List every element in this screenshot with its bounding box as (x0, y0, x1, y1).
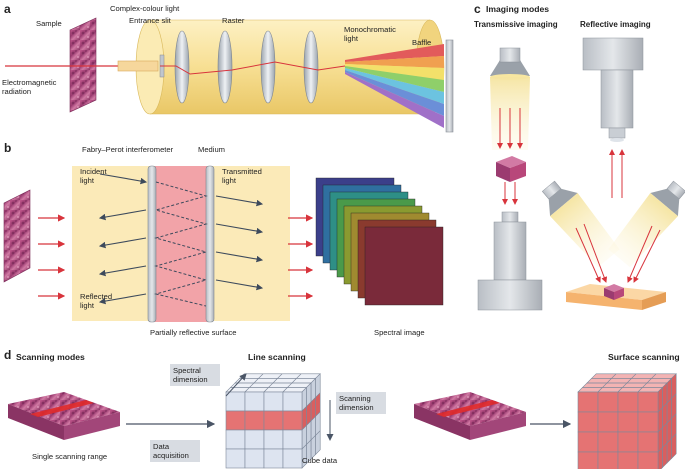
cube-line-scanning (225, 373, 321, 469)
panel-a (5, 17, 454, 133)
panel-a-letter: a (4, 2, 11, 16)
cube-cell-front (282, 429, 303, 450)
cube-cell-side (666, 437, 672, 464)
internal-reflections (154, 181, 208, 307)
surface-scanning-title: Surface scanning (608, 352, 680, 362)
cube-cell-front (577, 451, 599, 469)
label-partially-reflective-surface: Partially reflective surface (150, 328, 237, 337)
label-transmitted-light: Transmitted light (222, 167, 262, 185)
transmissive-imaging-title: Transmissive imaging (474, 20, 558, 29)
panel-c-letter: c (474, 2, 481, 16)
transmissive-setup (477, 47, 543, 311)
panel-d (8, 373, 677, 469)
cube-cell-front (597, 411, 619, 433)
cube-cell-front (244, 391, 265, 412)
spectrum-band (345, 70, 444, 116)
panel-b (3, 165, 444, 323)
cube-cell-front (225, 410, 246, 431)
cube-cell-front (617, 411, 639, 433)
incident-arrows (38, 214, 66, 300)
panel-c (477, 37, 685, 311)
cube-cell-front (263, 448, 284, 469)
transmitted-arrows (215, 195, 264, 291)
cube-cell-front (282, 448, 303, 469)
output-arrows (288, 214, 314, 300)
cube-cell-side (671, 433, 677, 460)
cube-cell-front (617, 431, 639, 453)
cube-cell-front (282, 391, 303, 412)
cube-cell-front (637, 431, 659, 453)
scan-slab-line (8, 392, 120, 440)
raster-discs (174, 30, 319, 104)
line-scanning-title: Line scanning (248, 352, 306, 362)
label-monochromatic-light: Monochromatic light (344, 25, 396, 43)
input-tube (117, 60, 159, 72)
cube-cell-front (263, 429, 284, 450)
cube-cell-front (617, 451, 639, 469)
cube-cell-front (225, 448, 246, 469)
label-baffle: Baffle (412, 38, 432, 47)
panel-b-letter: b (4, 141, 12, 155)
label-medium: Medium (198, 145, 226, 154)
cube-cell-front (244, 429, 265, 450)
cube-cell-front (225, 429, 246, 450)
sample-tissue-b (3, 189, 31, 283)
baffle (445, 39, 454, 133)
medium (155, 166, 207, 322)
label-single-scanning-range: Single scanning range (32, 452, 108, 461)
cube-cell-front (244, 410, 265, 431)
label-incident-light: Incident light (80, 167, 107, 185)
spectral-image-stack (315, 177, 444, 306)
label-scanning-dimension: Scanning dimension (336, 392, 386, 414)
cube-cell-side (662, 442, 668, 469)
panel-c-title: Imaging modes (486, 4, 550, 14)
panel-d-letter: d (4, 348, 12, 362)
cube-cell-front (637, 411, 659, 433)
label-entrance-slit: Entrance slit (129, 16, 171, 25)
partially-reflective-mirror-left (147, 165, 157, 323)
reflective-imaging-title: Reflective imaging (580, 20, 651, 29)
cube-cell-front (597, 431, 619, 453)
label-data-acquisition: Data acquisition (150, 440, 200, 462)
cube-cell-side (315, 430, 321, 456)
scan-slab-surface (414, 392, 526, 440)
label-electromagnetic-radiation: Electromagnetic radiation (2, 78, 57, 96)
label-complex-colour-light: Complex-colour light (110, 4, 180, 13)
sample-tissue (69, 17, 97, 113)
partially-reflective-mirror-right (205, 165, 215, 323)
label-raster: Raster (222, 16, 245, 25)
reflected-arrows (98, 209, 147, 305)
cube-cell-front (597, 451, 619, 469)
label-spectral-dimension: Spectral dimension (170, 364, 220, 386)
cube-cell-front (282, 410, 303, 431)
label-spectral-image: Spectral image (374, 328, 425, 337)
cube-cell-front (577, 411, 599, 433)
spectrum-band (345, 72, 444, 128)
cube-surface-scanning (577, 373, 677, 469)
cube-cell-front (244, 448, 265, 469)
cube-cell-front (637, 451, 659, 469)
reflective-setup (541, 37, 685, 310)
cube-cell-front (263, 410, 284, 431)
label-cube-data: Cube data (302, 456, 338, 465)
cube-cell-front (577, 391, 599, 413)
cube-cell-front (597, 391, 619, 413)
panel-d-title: Scanning modes (16, 352, 85, 362)
cube-cell-front (617, 391, 639, 413)
cube-cell-front (637, 391, 659, 413)
label-sample: Sample (36, 19, 62, 28)
cube-cell-front (263, 391, 284, 412)
spectrum-band (345, 68, 444, 104)
spectrum-band (345, 66, 444, 92)
monochromatic-spectrum (345, 44, 444, 128)
cube-cell-front (577, 431, 599, 453)
cube-cell-front (225, 391, 246, 412)
label-fabry-perot: Fabry–Perot interferometer (82, 145, 174, 154)
spectrum-band (345, 64, 444, 80)
label-reflected-light: Reflected light (80, 292, 113, 310)
spectral-image-layer (364, 226, 444, 306)
